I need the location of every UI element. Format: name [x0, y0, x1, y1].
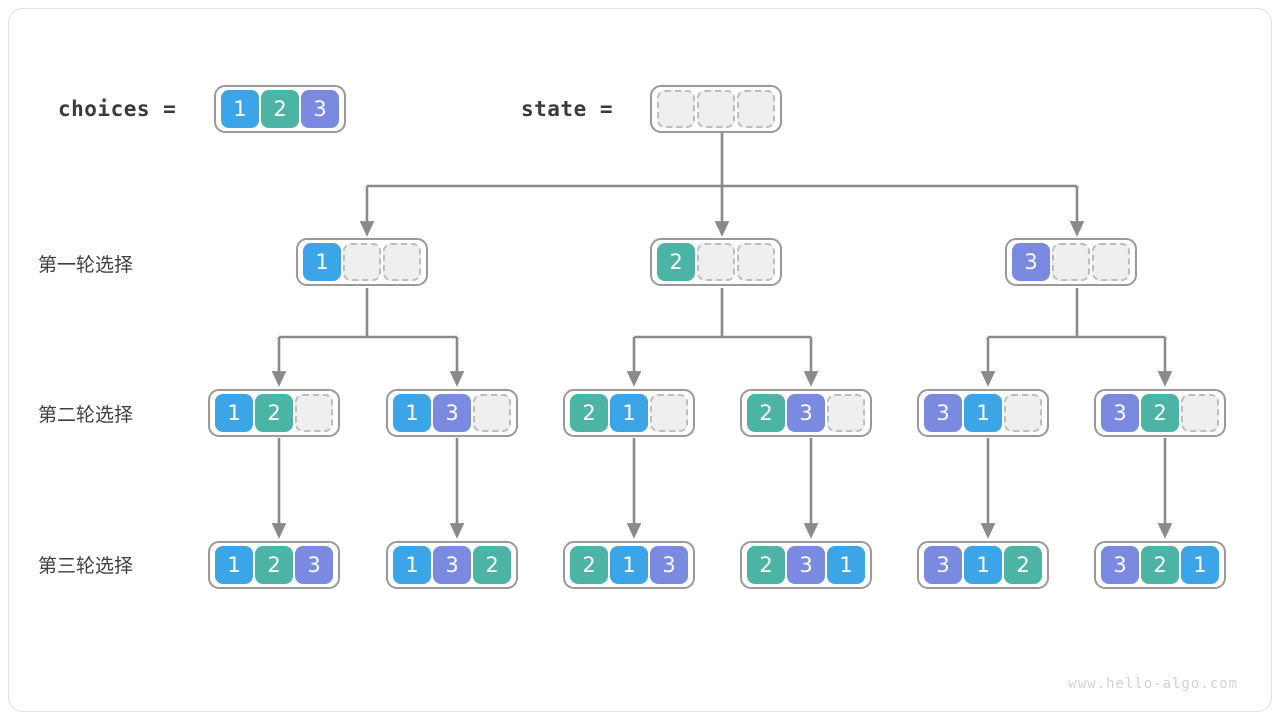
array-cell-value: 1 — [215, 394, 253, 432]
node-level1-0: 1 — [296, 238, 428, 286]
array-cell-value: 3 — [1101, 546, 1139, 584]
array-cell-value: 2 — [657, 243, 695, 281]
array-cell-value: 1 — [215, 546, 253, 584]
array-cell-value: 3 — [433, 546, 471, 584]
array-cell-value: 3 — [433, 394, 471, 432]
array-cell-empty — [737, 90, 775, 128]
array-cell-empty — [295, 394, 333, 432]
state-array — [650, 85, 782, 133]
array-cell-value: 3 — [650, 546, 688, 584]
array-cell-value: 1 — [221, 90, 259, 128]
array-cell-value: 2 — [255, 394, 293, 432]
array-cell-empty — [473, 394, 511, 432]
row-label-round-2: 第二轮选择 — [38, 404, 134, 426]
array-cell-empty — [383, 243, 421, 281]
array-cell-empty — [1181, 394, 1219, 432]
array-cell-value: 2 — [1141, 394, 1179, 432]
array-cell-value: 1 — [1181, 546, 1219, 584]
array-cell-value: 1 — [393, 394, 431, 432]
choices-label: choices = — [58, 97, 177, 121]
array-cell-value: 2 — [1141, 546, 1179, 584]
array-cell-empty — [1092, 243, 1130, 281]
array-cell-empty — [697, 243, 735, 281]
array-cell-value: 1 — [303, 243, 341, 281]
array-cell-value: 3 — [295, 546, 333, 584]
array-cell-value: 2 — [473, 546, 511, 584]
array-cell-value: 3 — [787, 394, 825, 432]
node-level1-2: 3 — [1005, 238, 1137, 286]
array-cell-value: 1 — [827, 546, 865, 584]
array-cell-value: 2 — [261, 90, 299, 128]
array-cell-value: 2 — [255, 546, 293, 584]
array-cell-empty — [650, 394, 688, 432]
array-cell-value: 2 — [570, 546, 608, 584]
array-cell-empty — [657, 90, 695, 128]
array-cell-value: 3 — [1012, 243, 1050, 281]
row-label-round-1: 第一轮选择 — [38, 254, 134, 276]
array-cell-empty — [827, 394, 865, 432]
array-cell-empty — [1004, 394, 1042, 432]
array-cell-empty — [1052, 243, 1090, 281]
array-cell-value: 2 — [747, 394, 785, 432]
array-cell-value: 3 — [924, 394, 962, 432]
array-cell-empty — [737, 243, 775, 281]
array-cell-value: 3 — [924, 546, 962, 584]
array-cell-value: 2 — [570, 394, 608, 432]
array-cell-value: 1 — [964, 546, 1002, 584]
array-cell-value: 2 — [1004, 546, 1042, 584]
array-cell-value: 3 — [1101, 394, 1139, 432]
array-cell-value: 1 — [610, 394, 648, 432]
state-label: state = — [521, 97, 614, 121]
array-cell-value: 3 — [787, 546, 825, 584]
array-cell-value: 1 — [964, 394, 1002, 432]
array-cell-empty — [697, 90, 735, 128]
array-cell-empty — [343, 243, 381, 281]
array-cell-value: 1 — [610, 546, 648, 584]
array-cell-value: 2 — [747, 546, 785, 584]
array-cell-value: 1 — [393, 546, 431, 584]
site-watermark: www.hello-algo.com — [1068, 676, 1238, 692]
array-cell-value: 3 — [301, 90, 339, 128]
row-label-round-3: 第三轮选择 — [38, 555, 134, 577]
node-level1-1: 2 — [650, 238, 782, 286]
diagram-frame — [8, 8, 1272, 712]
